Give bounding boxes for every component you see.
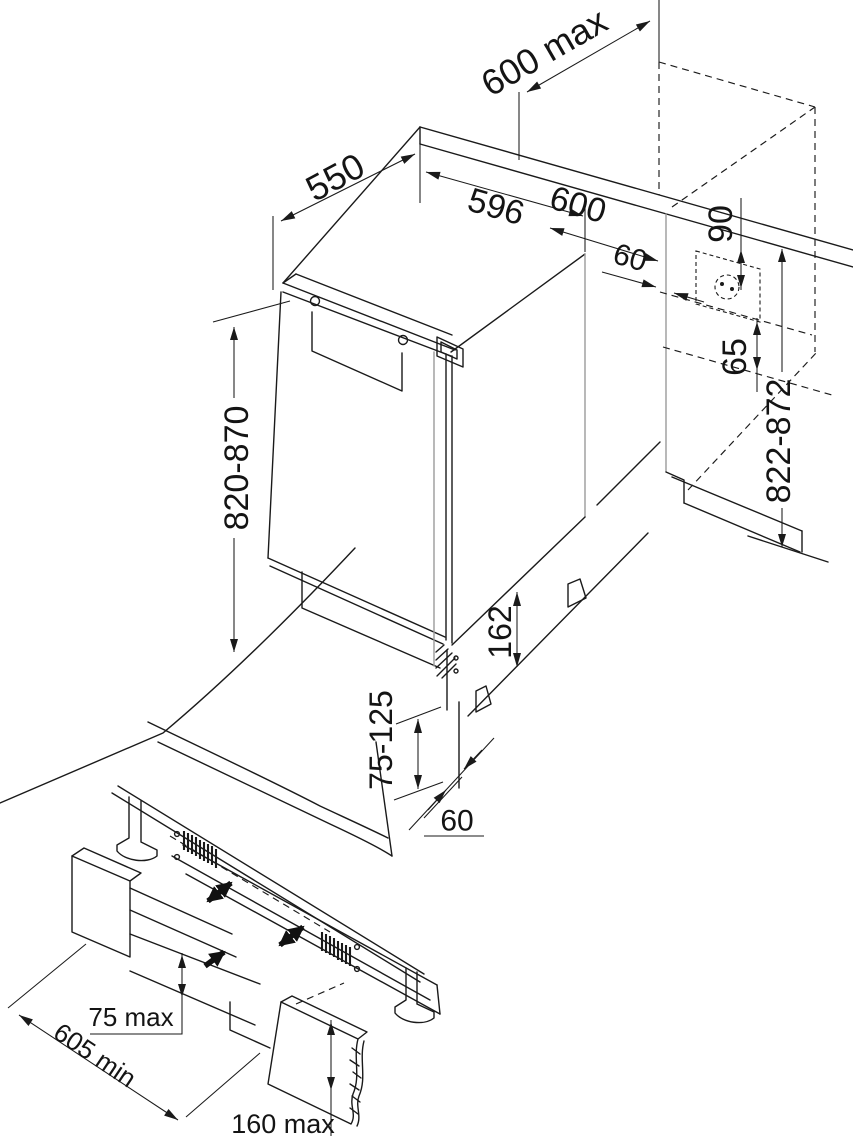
appliance-bottom	[111, 785, 425, 983]
lower-plinth-detail-view: 75 max 605 min 160 max	[7, 785, 441, 1139]
plinth-rail	[129, 844, 441, 1049]
break-line	[157, 741, 393, 857]
label-appliance-height: 820-870	[218, 406, 256, 531]
door-seal-hatch	[435, 644, 457, 679]
dim-socket-zone-offset: 65	[716, 318, 761, 392]
dim-socket-zone-height: 90	[702, 198, 745, 290]
label-plinth-height-range: 75-125	[363, 690, 399, 790]
label-rear-clearance: 60	[440, 805, 473, 838]
door-hinge	[436, 336, 464, 368]
adjacent-cabinet	[665, 213, 829, 563]
plinth-left-board	[71, 847, 142, 958]
label-worktop-depth: 600 max	[474, 0, 614, 104]
dim-plinth-height-max: 160 max	[231, 1020, 335, 1139]
plinth-board	[267, 982, 368, 1127]
upper-installation-view: 600 max	[0, 0, 853, 857]
dim-appliance-depth: 550	[272, 143, 421, 290]
label-appliance-depth: 550	[299, 145, 371, 210]
label-side-clearance: 60	[609, 238, 650, 279]
appliance-door	[267, 291, 459, 674]
dim-rear-clearance: 60	[408, 737, 495, 838]
label-niche-width: 600	[545, 179, 610, 231]
floor-line	[0, 547, 393, 857]
dim-plinth-recess: 75 max	[88, 953, 186, 1035]
worktop	[419, 126, 853, 268]
label-rear-recess-height: 162	[482, 605, 518, 658]
dim-worktop-depth: 600 max	[474, 0, 660, 160]
vent-grille-icon	[173, 830, 218, 868]
dim-rear-recess-height: 162	[482, 592, 521, 667]
niche-side-panel	[433, 253, 661, 789]
vent-grille-icon	[320, 932, 361, 973]
worktop-depth-outline	[658, 61, 818, 491]
dim-side-clearance: 60	[601, 238, 705, 303]
leveling-foot-icon	[116, 796, 158, 862]
appliance-top	[282, 126, 586, 368]
label-socket-zone-offset: 65	[716, 338, 754, 376]
airflow-arrow-icon	[203, 949, 226, 969]
label-plinth-recess: 75 max	[88, 1002, 173, 1032]
leveling-foot-icon	[394, 967, 435, 1024]
label-plinth-height-max: 160 max	[231, 1109, 335, 1139]
dim-appliance-height: 820-870	[212, 300, 291, 652]
appliance-foot	[567, 578, 587, 608]
label-niche-height: 822-872	[760, 379, 798, 504]
break-line	[147, 721, 389, 839]
bracket-screw-hole	[309, 295, 321, 307]
airflow-arrow-icon	[278, 924, 305, 948]
label-socket-zone-height: 90	[702, 205, 740, 243]
dim-plinth-height-range: 75-125	[363, 690, 444, 801]
appliance-foot	[475, 685, 492, 713]
dim-vent-cutout-width: 605 min	[7, 943, 261, 1121]
dim-niche-height: 822-872	[760, 249, 798, 547]
airflow-arrow-icon	[206, 880, 233, 904]
label-appliance-width: 596	[463, 181, 528, 233]
